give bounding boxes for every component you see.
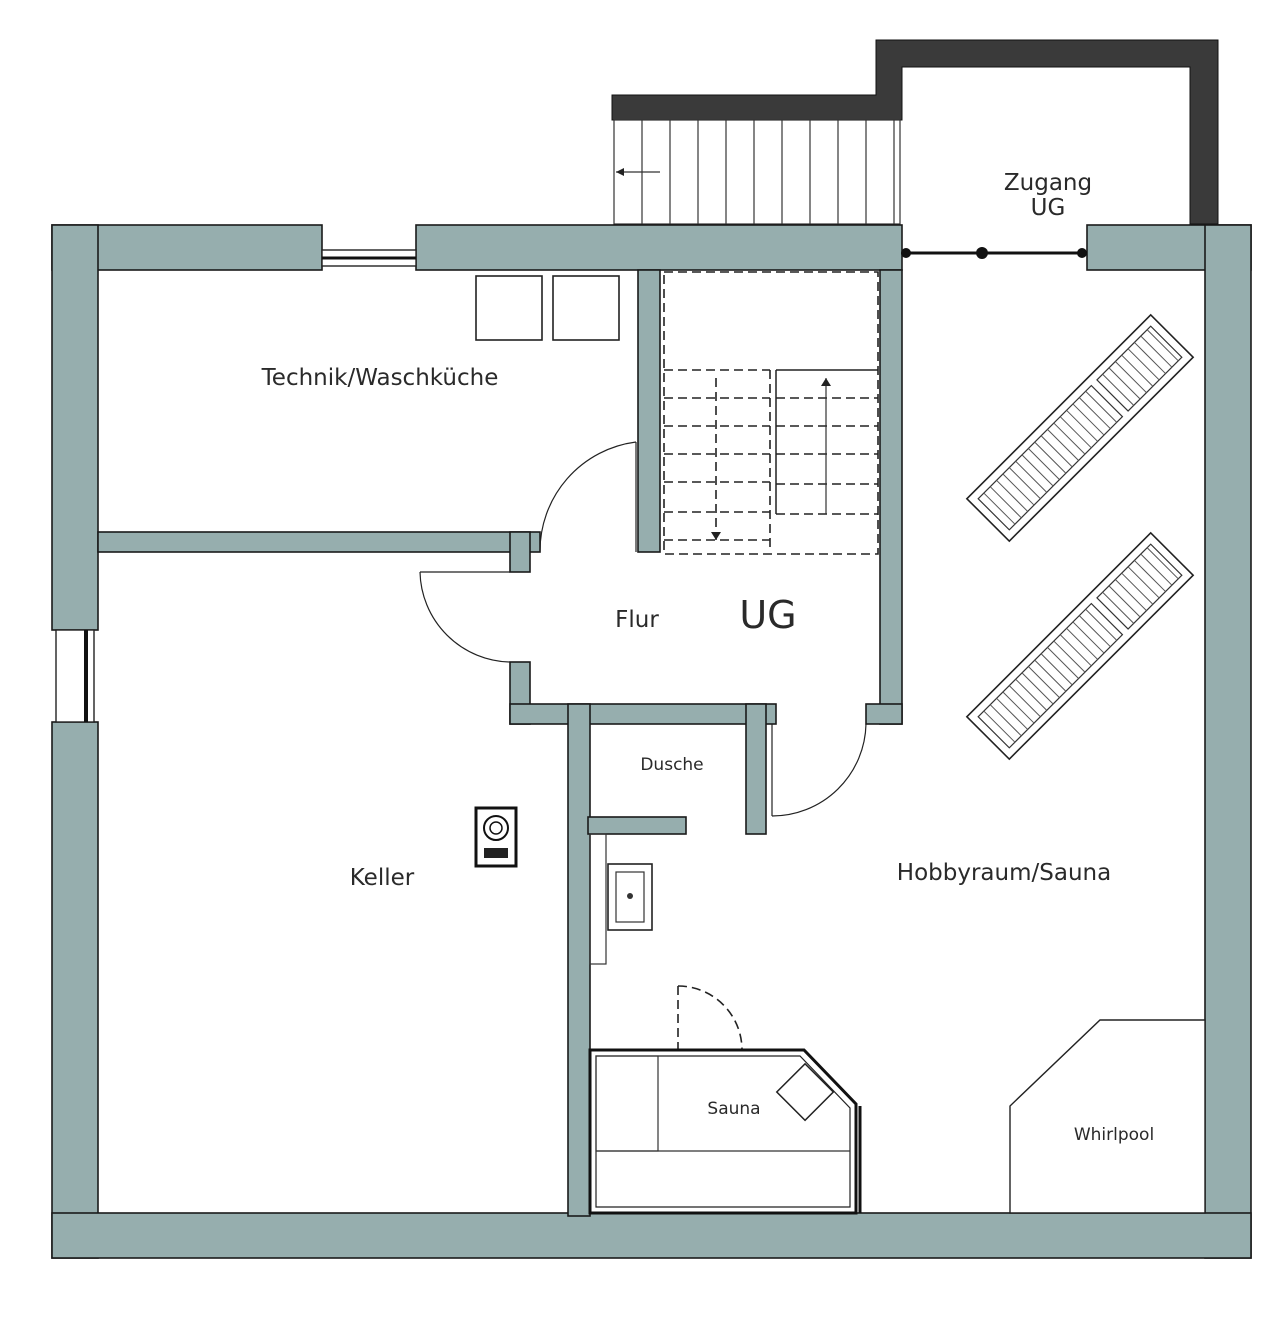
boiler-icon [474, 806, 518, 868]
interior-walls [97, 269, 903, 1217]
outer-walls [51, 224, 1252, 1259]
room-label-keller: Keller [350, 865, 415, 891]
sink-icon [589, 833, 653, 965]
room-label-sauna: Sauna [707, 1099, 760, 1119]
exterior-staircase [613, 119, 901, 225]
room-label-flur: Flur [615, 607, 659, 633]
window-hobby [901, 247, 1087, 259]
whirlpool [1009, 1019, 1206, 1214]
room-label-dusche: Dusche [640, 755, 703, 775]
sun-lounger-icon [965, 313, 1195, 543]
room-label-zugang-ug: UG [1031, 195, 1066, 221]
room-label-zugang: Zugang [1004, 170, 1092, 196]
room-label-technik: Technik/Waschküche [261, 365, 499, 391]
level-label: UG [739, 593, 796, 637]
room-label-hobby: Hobbyraum/Sauna [897, 860, 1111, 886]
window-keller [55, 629, 95, 723]
sauna-heater-icon [775, 1062, 835, 1122]
door-keller [419, 571, 511, 663]
staircase-icon [663, 271, 879, 555]
door-sauna [677, 985, 743, 1051]
dryer-icon [552, 275, 620, 341]
door-hobby [771, 723, 867, 817]
washer-icon [475, 275, 543, 341]
exterior-retaining-wall [611, 39, 1219, 225]
sauna-cabin [588, 1048, 862, 1215]
window-technik [321, 249, 417, 267]
door-technik [539, 441, 637, 553]
sun-lounger-icon [965, 531, 1195, 761]
room-label-whirlpool: Whirlpool [1074, 1125, 1154, 1145]
